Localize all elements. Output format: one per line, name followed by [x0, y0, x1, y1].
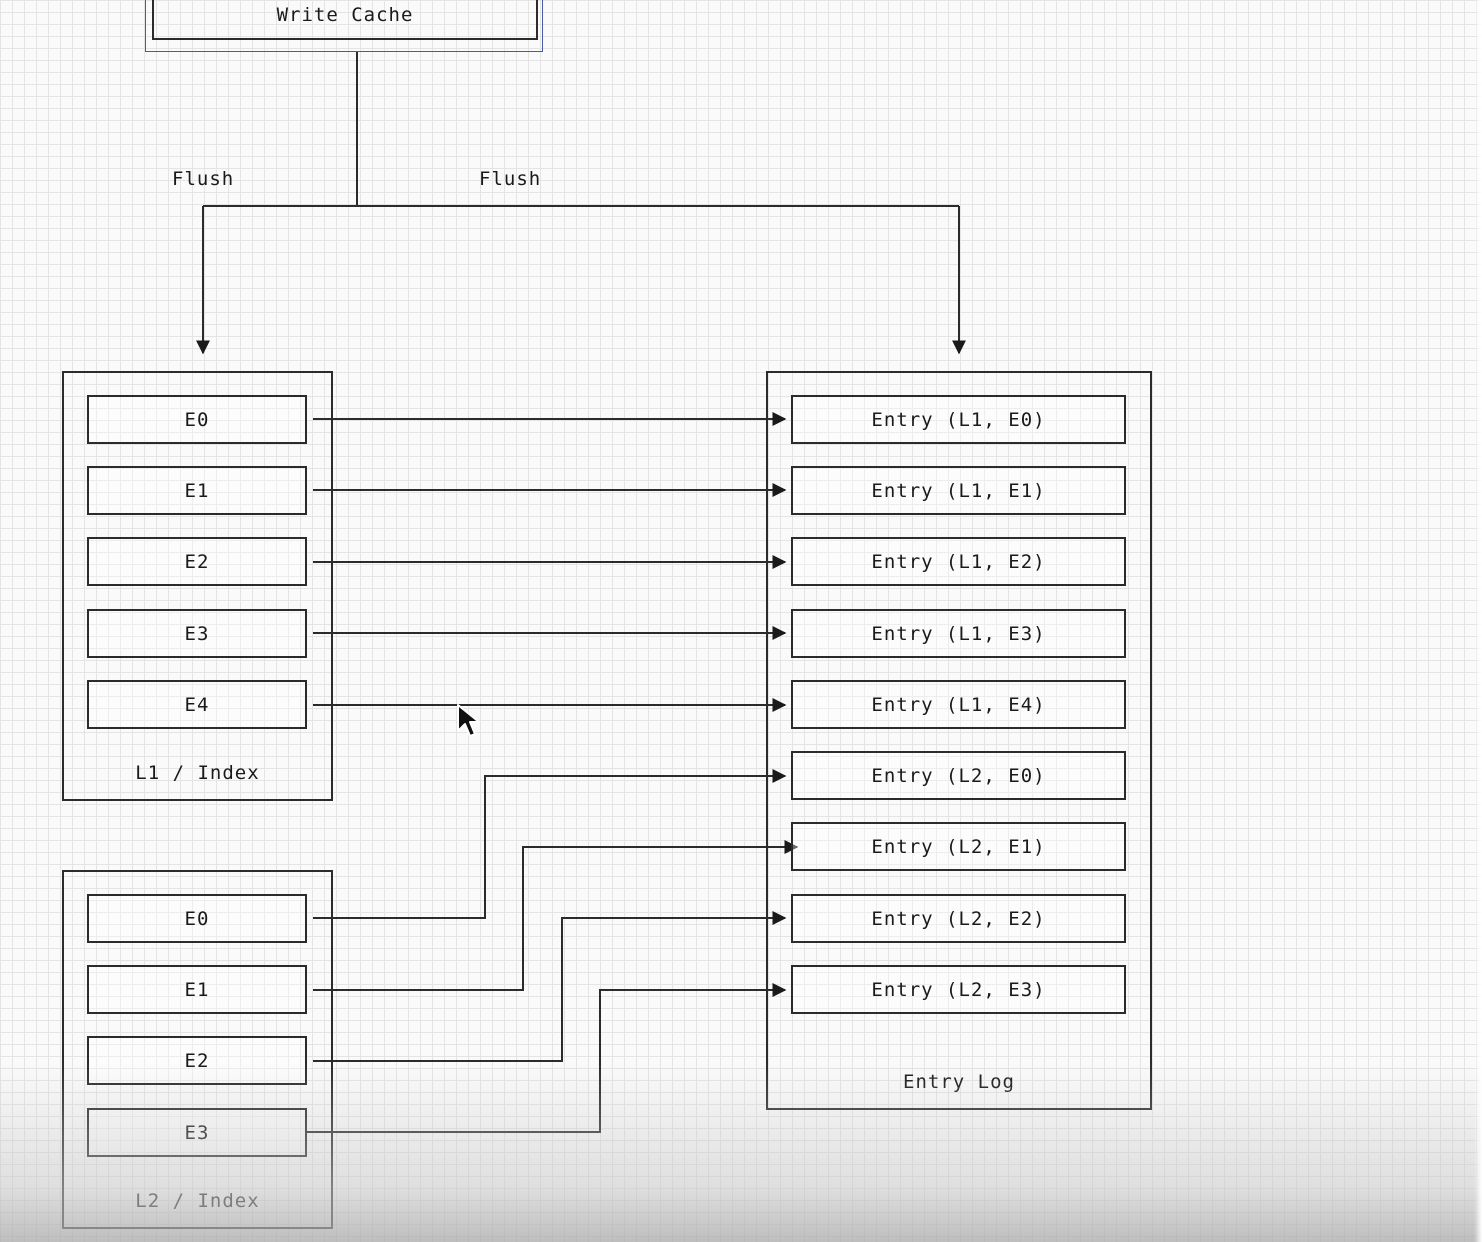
l1-entry-e0[interactable]: E0	[87, 395, 307, 444]
entry-log-item-l2-e2-label: Entry (L2, E2)	[871, 907, 1046, 930]
write-cache-label: Write Cache	[276, 4, 414, 26]
mouse-pointer-icon	[457, 704, 480, 737]
entry-log-item-l1-e4-label: Entry (L1, E4)	[871, 693, 1046, 716]
l1-index-container[interactable]	[62, 371, 333, 801]
l2-e2-connector	[313, 911, 787, 1062]
entry-log-item-l2-e1[interactable]: Entry (L2, E1)	[791, 822, 1126, 871]
l2-entry-e2-label: E2	[184, 1049, 210, 1072]
entry-log-item-l1-e3[interactable]: Entry (L1, E3)	[791, 609, 1126, 658]
l2-entry-e1[interactable]: E1	[87, 965, 307, 1014]
l1-entry-e3-label: E3	[184, 622, 210, 645]
l1-entry-e2[interactable]: E2	[87, 537, 307, 586]
l1-entry-e1-label: E1	[184, 479, 210, 502]
entry-log-item-l2-e1-label: Entry (L2, E1)	[871, 835, 1046, 858]
l1-entry-e4-label: E4	[184, 693, 210, 716]
flush-label-left: Flush	[172, 168, 235, 190]
l1-entry-e4[interactable]: E4	[87, 680, 307, 729]
write-cache-selection-outline	[145, 0, 543, 52]
flush-label-right: Flush	[479, 168, 542, 190]
l2-e0-connector	[313, 769, 787, 919]
l2-e1-connector	[313, 840, 799, 991]
l2-entry-e1-label: E1	[184, 978, 210, 1001]
l1-entry-e2-label: E2	[184, 550, 210, 573]
entry-log-item-l1-e0[interactable]: Entry (L1, E0)	[791, 395, 1126, 444]
entry-log-item-l2-e0[interactable]: Entry (L2, E0)	[791, 751, 1126, 800]
entry-log-item-l1-e2-label: Entry (L1, E2)	[871, 550, 1046, 573]
entry-log-item-l2-e3[interactable]: Entry (L2, E3)	[791, 965, 1126, 1014]
l1-entry-e0-label: E0	[184, 408, 210, 431]
entry-log-item-l2-e2[interactable]: Entry (L2, E2)	[791, 894, 1126, 943]
entry-log-item-l1-e4[interactable]: Entry (L1, E4)	[791, 680, 1126, 729]
l2-entry-e3[interactable]: E3	[87, 1108, 307, 1157]
l2-entry-e0[interactable]: E0	[87, 894, 307, 943]
l1-entry-e3[interactable]: E3	[87, 609, 307, 658]
l2-index-caption: L2 / Index	[135, 1190, 260, 1212]
entry-log-item-l2-e3-label: Entry (L2, E3)	[871, 978, 1046, 1001]
entry-log-item-l2-e0-label: Entry (L2, E0)	[871, 764, 1046, 787]
write-cache-node[interactable]: Write Cache	[152, 0, 538, 40]
l2-entry-e3-label: E3	[184, 1121, 210, 1144]
entry-log-item-l1-e1[interactable]: Entry (L1, E1)	[791, 466, 1126, 515]
entry-log-item-l1-e0-label: Entry (L1, E0)	[871, 408, 1046, 431]
entry-log-item-l1-e3-label: Entry (L1, E3)	[871, 622, 1046, 645]
l2-entry-e2[interactable]: E2	[87, 1036, 307, 1085]
l1-index-caption: L1 / Index	[135, 762, 260, 784]
l1-entry-e1[interactable]: E1	[87, 466, 307, 515]
l2-entry-e0-label: E0	[184, 907, 210, 930]
right-edge-overlay	[1474, 0, 1482, 1242]
entry-log-caption: Entry Log	[903, 1071, 1015, 1093]
entry-log-item-l1-e1-label: Entry (L1, E1)	[871, 479, 1046, 502]
entry-log-item-l1-e2[interactable]: Entry (L1, E2)	[791, 537, 1126, 586]
